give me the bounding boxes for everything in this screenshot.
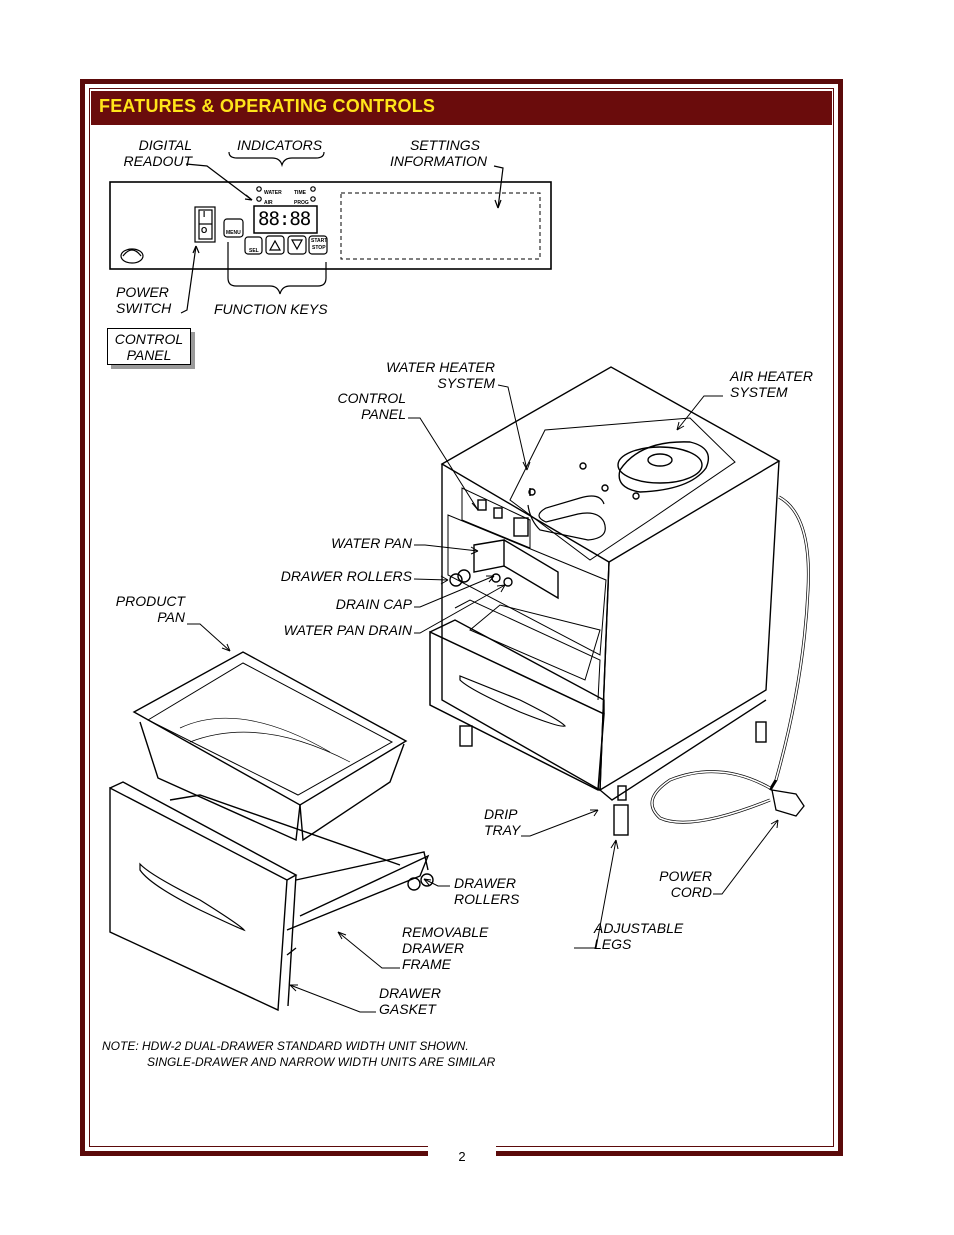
digital-readout-value: 88:88 xyxy=(258,208,311,230)
water-pan-callout: WATER PAN xyxy=(331,535,412,551)
menu-key[interactable] xyxy=(223,218,244,238)
air-indicator-label: AIR xyxy=(264,200,273,206)
sel-key[interactable] xyxy=(244,236,263,255)
water-indicator-label: WATER xyxy=(264,190,282,196)
cabinet-unit xyxy=(429,366,810,836)
air-heater-system-callout: AIR HEATER SYSTEM xyxy=(730,368,813,400)
prog-indicator-label: PROG xyxy=(294,200,309,206)
control-panel-caption-box: CONTROL PANEL xyxy=(107,328,191,365)
drip-tray-callout: DRIP TRAY xyxy=(484,806,521,838)
time-indicator-label: TIME xyxy=(294,190,306,196)
drawer-assembly xyxy=(109,781,434,1012)
section-title-bar: FEATURES & OPERATING CONTROLS xyxy=(91,91,832,125)
start-key-label: START xyxy=(311,238,328,244)
product-pan-callout: PRODUCT PAN xyxy=(115,593,185,625)
note-line-1: NOTE: HDW-2 DUAL-DRAWER STANDARD WIDTH U… xyxy=(102,1039,469,1053)
note-line-2: SINGLE-DRAWER AND NARROW WIDTH UNITS ARE… xyxy=(147,1055,496,1069)
indicators-callout: INDICATORS xyxy=(237,137,323,153)
water-pan-drain-callout: WATER PAN DRAIN xyxy=(283,622,412,638)
control-panel-detail xyxy=(109,151,552,314)
power-cord-callout: POWER CORD xyxy=(659,868,712,900)
drawer-gasket-callout: DRAWER GASKET xyxy=(379,985,441,1017)
adjustable-legs-callout: ADJUSTABLE LEGS xyxy=(594,920,684,952)
callout-leaders xyxy=(187,384,779,1013)
digital-readout-callout: DIGITAL READOUT xyxy=(123,137,192,169)
power-switch-off-label: O xyxy=(201,226,208,235)
up-arrow-icon xyxy=(268,239,282,251)
stop-key-label: STOP xyxy=(312,245,326,251)
water-indicator-led xyxy=(256,186,262,192)
function-keys-callout: FUNCTION KEYS xyxy=(214,301,328,317)
drain-cap-callout: DRAIN CAP xyxy=(335,596,412,612)
diagram-note: NOTE: HDW-2 DUAL-DRAWER STANDARD WIDTH U… xyxy=(102,1038,495,1070)
down-arrow-icon xyxy=(290,239,304,251)
page-number-gap xyxy=(428,1146,496,1166)
drawer-rollers-top-callout: DRAWER ROLLERS xyxy=(280,568,412,584)
power-knob-icon xyxy=(120,248,144,264)
digital-readout xyxy=(253,205,318,234)
start-stop-key[interactable] xyxy=(308,235,328,255)
air-indicator-led xyxy=(256,196,262,202)
section-title: FEATURES & OPERATING CONTROLS xyxy=(99,96,436,116)
product-pan xyxy=(132,651,408,842)
power-switch-on-label: I xyxy=(203,210,206,219)
down-key[interactable] xyxy=(287,235,307,255)
control-panel-callout: CONTROL PANEL xyxy=(337,390,406,422)
time-indicator-led xyxy=(310,186,316,192)
sel-key-label: SEL xyxy=(249,248,259,254)
page-number: 2 xyxy=(458,1149,466,1164)
menu-key-label: MENU xyxy=(226,230,241,236)
prog-indicator-led xyxy=(310,196,316,202)
removable-drawer-frame-callout: REMOVABLE DRAWER FRAME xyxy=(402,924,489,972)
up-key[interactable] xyxy=(265,235,285,255)
settings-information-callout: SETTINGS INFORMATION xyxy=(390,137,487,169)
power-switch-callout: POWER SWITCH xyxy=(116,284,172,316)
plug-icon xyxy=(771,789,805,817)
settings-information-area xyxy=(340,192,541,260)
drawer-rollers-bottom-callout: DRAWER ROLLERS xyxy=(454,875,520,907)
water-heater-system-callout: WATER HEATER SYSTEM xyxy=(386,359,495,391)
